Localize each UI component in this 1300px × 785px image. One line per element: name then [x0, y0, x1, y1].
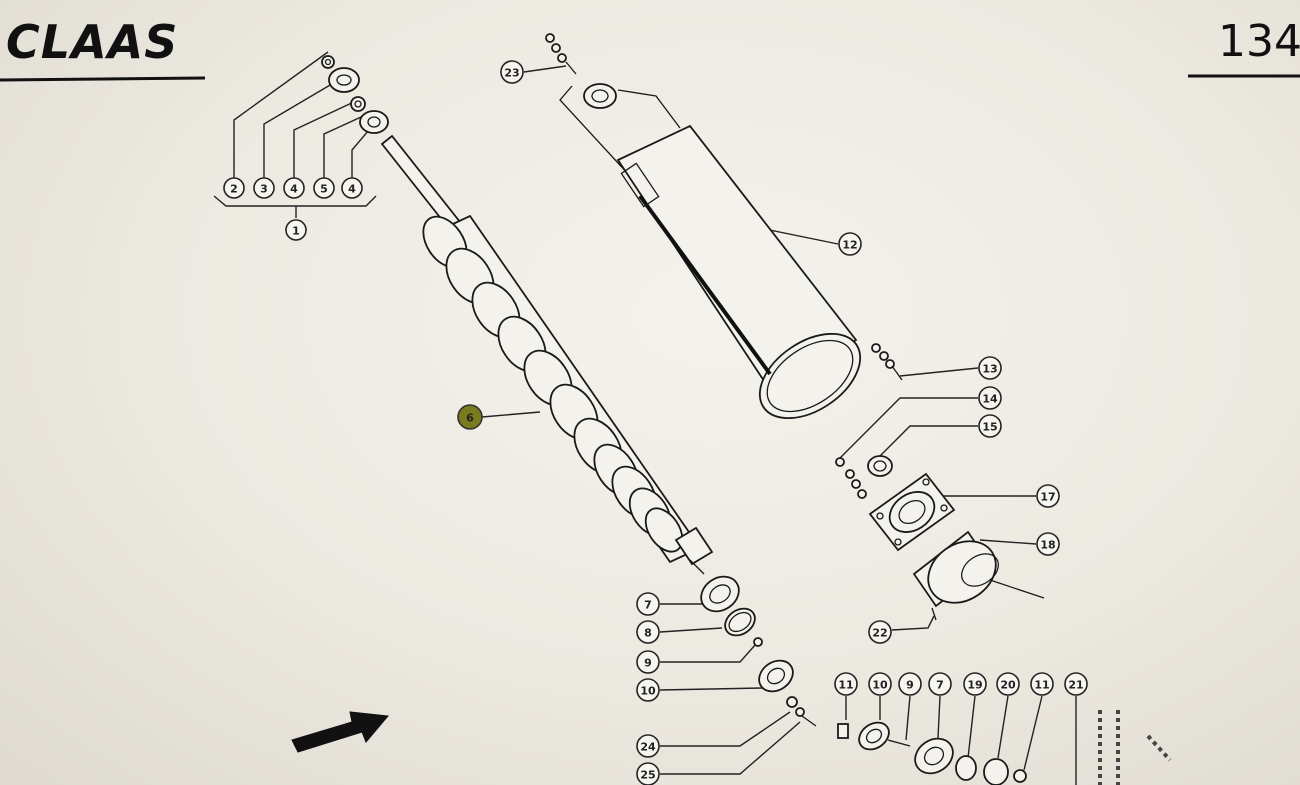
svg-text:20: 20	[1000, 679, 1016, 692]
svg-text:24: 24	[640, 741, 656, 754]
svg-text:7: 7	[936, 679, 944, 692]
lower-bearing-parts	[700, 575, 817, 727]
callout-bubbles: 2 3 4 5 4 1 23 12 13 14 15 17 18 22 6 7 …	[223, 60, 1088, 785]
callout-cb10: 10	[868, 672, 892, 696]
callout-cb11a: 11	[834, 672, 858, 696]
svg-text:11: 11	[1034, 679, 1049, 692]
callout-cb9: 9	[898, 672, 922, 696]
callout-cb20: 20	[996, 672, 1020, 696]
callout-c9: 9	[636, 650, 660, 674]
bearing-flange	[868, 472, 956, 552]
callout-c25: 25	[636, 762, 660, 785]
svg-text:21: 21	[1068, 679, 1083, 692]
callout-c13: 13	[978, 356, 1002, 380]
svg-text:1: 1	[292, 225, 300, 238]
callout-c12: 12	[838, 232, 862, 256]
callout-c23: 23	[500, 60, 524, 84]
callout-c6: 6	[457, 404, 483, 430]
leader-lines	[213, 51, 1077, 785]
callout-c15: 15	[978, 414, 1002, 438]
header-rule-left	[0, 76, 206, 82]
callout-cb19: 19	[963, 672, 987, 696]
svg-text:4: 4	[290, 183, 298, 196]
washer-nut-set	[321, 55, 389, 134]
callout-c3: 3	[253, 177, 275, 199]
conveyor-tube	[545, 33, 862, 420]
svg-text:15: 15	[982, 421, 997, 434]
svg-text:5: 5	[320, 183, 328, 196]
svg-text:4: 4	[348, 183, 356, 196]
callout-c24: 24	[636, 734, 660, 758]
svg-text:14: 14	[982, 393, 998, 406]
callout-c4b: 4	[341, 177, 363, 199]
page-number: 134	[1218, 16, 1300, 67]
svg-text:3: 3	[260, 183, 268, 196]
callout-cb11b: 11	[1030, 672, 1054, 696]
brand-logo: CLAAS	[6, 15, 178, 69]
callout-c22: 22	[868, 620, 892, 644]
svg-text:6: 6	[466, 412, 474, 425]
svg-text:19: 19	[967, 679, 982, 692]
callout-c8: 8	[636, 620, 660, 644]
svg-text:23: 23	[504, 67, 519, 80]
callout-c7: 7	[636, 592, 660, 616]
svg-text:10: 10	[640, 685, 656, 698]
callout-c2: 2	[223, 177, 245, 199]
callout-c14: 14	[978, 386, 1002, 410]
svg-text:17: 17	[1040, 491, 1055, 504]
callout-c17: 17	[1036, 484, 1060, 508]
svg-text:13: 13	[982, 363, 997, 376]
svg-text:18: 18	[1040, 539, 1055, 552]
callout-cb21: 21	[1064, 672, 1088, 696]
svg-text:9: 9	[644, 657, 652, 670]
auger-conveyor	[380, 134, 714, 575]
callout-c5: 5	[313, 177, 335, 199]
callout-cb7: 7	[928, 672, 952, 696]
svg-text:11: 11	[838, 679, 853, 692]
svg-text:22: 22	[872, 627, 887, 640]
chain-segment	[1098, 710, 1172, 785]
callout-c10: 10	[636, 678, 660, 702]
svg-text:8: 8	[644, 627, 652, 640]
callout-c1: 1	[285, 219, 307, 241]
svg-text:7: 7	[644, 599, 652, 612]
svg-text:9: 9	[906, 679, 914, 692]
end-cover	[912, 530, 1045, 621]
fasteners-13-14	[835, 343, 903, 499]
svg-text:10: 10	[872, 679, 888, 692]
callout-c4a: 4	[283, 177, 305, 199]
svg-text:25: 25	[640, 769, 655, 782]
direction-arrow-icon	[291, 711, 389, 753]
svg-text:2: 2	[230, 183, 238, 196]
callout-c18: 18	[1036, 532, 1060, 556]
svg-text:12: 12	[842, 239, 857, 252]
bottom-row-parts	[837, 710, 1172, 785]
